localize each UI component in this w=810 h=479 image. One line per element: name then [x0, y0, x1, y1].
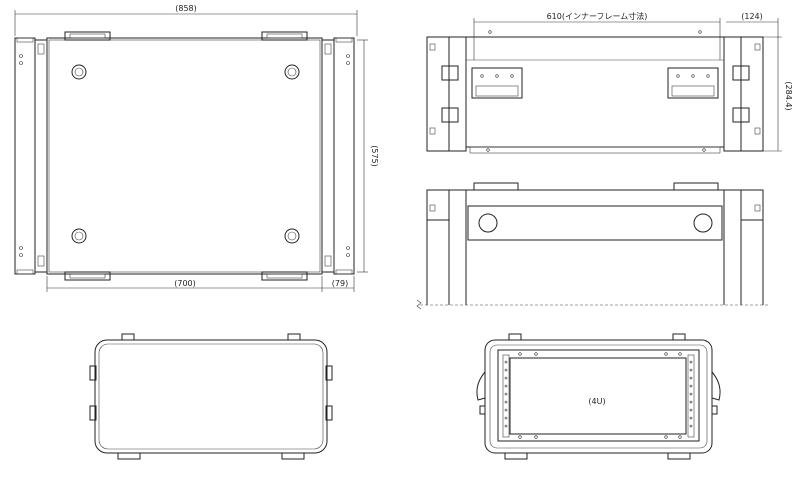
- front-view: 610(インナーフレーム寸法) (124): [426, 11, 793, 154]
- overall-width-dimension: (858): [175, 4, 197, 13]
- rack-units-label: (4U): [588, 397, 605, 406]
- side-view: [416, 182, 770, 310]
- height-dimension: (284.4): [784, 81, 793, 110]
- side-width-dimension: (124): [741, 12, 763, 21]
- inner-width-dimension: (700): [174, 279, 196, 288]
- top-view: (858): [14, 4, 379, 292]
- rear-side-view: [89, 333, 333, 460]
- side-projection-dimension: (79): [332, 279, 348, 288]
- depth-dimension: (575): [370, 145, 379, 167]
- rack-face-view: (4U): [476, 333, 721, 460]
- inner-frame-dimension: 610(インナーフレーム寸法): [547, 11, 648, 21]
